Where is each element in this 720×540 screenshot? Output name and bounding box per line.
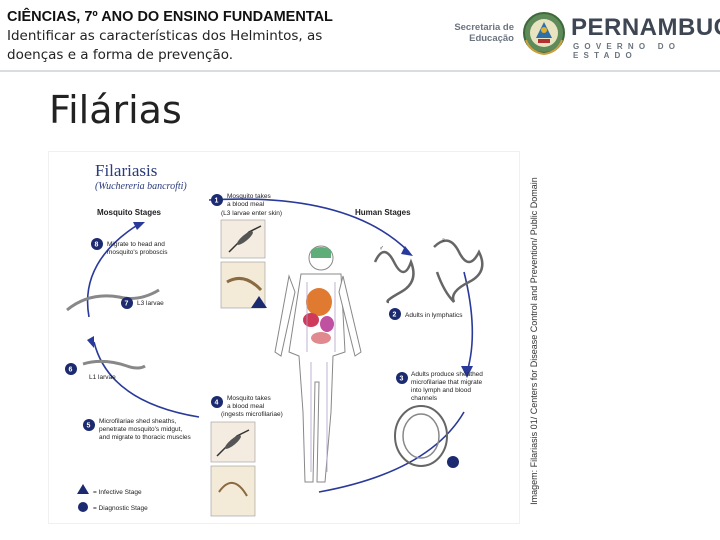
- step-3-text-line2: microfilariae that migrate: [411, 379, 483, 386]
- step-6-text: L1 larvae: [89, 374, 116, 381]
- slide-header: CIÊNCIAS, 7º ANO DO ENSINO FUNDAMENTAL I…: [0, 0, 720, 72]
- step-8-text-line1: Migrate to head and: [107, 241, 165, 248]
- pernambuco-logo-name: PERNAMBUCO: [571, 14, 720, 41]
- step-5-text-line1: Microfilariae shed sheaths,: [99, 418, 177, 425]
- step-1: 1 Mosquito takes a blood meal (L3 larvae…: [211, 193, 282, 309]
- step-4-text-line2: a blood meal: [227, 403, 265, 410]
- secretaria-line2: Educação: [469, 33, 514, 44]
- step-8-number: 8: [95, 242, 99, 249]
- step-4-text-line1: Mosquito takes: [227, 395, 271, 402]
- step-5-text-line2: penetrate mosquito's midgut,: [99, 426, 182, 433]
- microfilaria-image: [394, 405, 448, 467]
- l1-larva-image: [82, 359, 146, 370]
- step-1-badge: [211, 194, 223, 206]
- secretaria-logo-text: Secretaria de Educação: [452, 22, 514, 44]
- legend-infective-icon: [77, 484, 89, 494]
- step-6: 6 L1 larvae: [65, 359, 146, 381]
- step-6-badge: [65, 363, 77, 375]
- step-2-badge: [389, 308, 401, 320]
- step-7-badge: [121, 297, 133, 309]
- l3-larva-drawing: [66, 288, 160, 312]
- step-7: 7 L3 larvae: [66, 288, 164, 312]
- adult-worm-male: [373, 250, 415, 304]
- step-5-number: 5: [87, 423, 91, 430]
- human-body-figure: [274, 245, 362, 483]
- header-objective-line1: Identificar as características dos Helmi…: [7, 28, 323, 44]
- step-5-badge: [83, 419, 95, 431]
- step-3-number: 3: [400, 376, 404, 383]
- step-4-number: 4: [215, 400, 219, 407]
- cycle-arrows: [86, 198, 474, 493]
- step-6-number: 6: [69, 367, 73, 374]
- step-4: 4 Mosquito takes a blood meal (ingests m…: [210, 395, 283, 517]
- arrow-heads: [87, 222, 473, 378]
- step-1-text-line2: a blood meal: [227, 201, 265, 208]
- step-7-text: L3 larvae: [137, 300, 164, 307]
- step-4-badge: [211, 396, 223, 408]
- step-8: 8 Migrate to head and mosquito's probosc…: [91, 238, 168, 256]
- governo-logo-subtitle: GOVERNO DO ESTADO: [573, 42, 681, 60]
- diagnostic-stage-marker: [447, 456, 459, 468]
- female-symbol: ♀: [441, 237, 446, 244]
- header-subject: CIÊNCIAS, 7º ANO DO ENSINO FUNDAMENTAL: [7, 9, 333, 25]
- step-1-text-line1: Mosquito takes: [227, 193, 271, 200]
- microfilariae-midgut-image: [210, 465, 256, 517]
- lifecycle-diagram: Filariasis (Wuchereria bancrofti) Mosqui…: [65, 161, 484, 517]
- figure-legend: = Infective Stage = Diagnostic Stage: [77, 484, 148, 512]
- pernambuco-seal-icon: [523, 12, 565, 56]
- legend-infective-text: = Infective Stage: [93, 489, 142, 496]
- step-3-text-line3: into lymph and blood: [411, 387, 471, 394]
- step-2-text: Adults in lymphatics: [405, 312, 463, 319]
- step-1-number: 1: [215, 198, 219, 205]
- step-5: 5 Microfilariae shed sheaths, penetrate …: [83, 418, 192, 441]
- step-8-text-line2: mosquito's proboscis: [107, 249, 168, 256]
- secretaria-line1: Secretaria de: [454, 22, 514, 33]
- header-divider: [0, 70, 720, 72]
- step-3-badge: [396, 372, 408, 384]
- adult-worm-female: [433, 239, 484, 303]
- step-4-text-line3: (ingests microfilariae): [221, 411, 283, 418]
- step-7-number: 7: [125, 301, 129, 308]
- header-objective-line2: doenças e a forma de prevenção.: [7, 47, 234, 63]
- figure-title: Filariasis: [95, 161, 157, 180]
- header-text: CIÊNCIAS, 7º ANO DO ENSINO FUNDAMENTAL I…: [7, 7, 437, 65]
- slide-title: Filárias: [49, 88, 182, 132]
- mosquito-stages-heading: Mosquito Stages: [97, 208, 162, 217]
- infective-stage-marker: [251, 296, 267, 308]
- human-stages-heading: Human Stages: [355, 208, 411, 217]
- legend-diagnostic-icon: [78, 502, 88, 512]
- step-1-text-line3: (L3 larvae enter skin): [221, 210, 282, 217]
- male-symbol: ♂: [379, 245, 384, 252]
- step-5-text-line3: and migrate to thoracic muscles: [99, 434, 192, 441]
- image-credit-text: Imagem: Filariasis 01/ Centers for Disea…: [529, 177, 539, 505]
- figure-subtitle: (Wuchereria bancrofti): [95, 181, 187, 192]
- step-2-number: 2: [393, 312, 397, 319]
- step-3-text-line4: channels: [411, 395, 438, 402]
- step-3-text-line1: Adults produce sheathed: [411, 371, 483, 378]
- filariasis-lifecycle-figure: Filariasis (Wuchereria bancrofti) Mosqui…: [48, 151, 520, 524]
- image-credit: Imagem: Filariasis 01/ Centers for Disea…: [524, 152, 544, 530]
- step-8-badge: [91, 238, 103, 250]
- step-3: 3 Adults produce sheathed microfilariae …: [394, 371, 483, 468]
- legend-diagnostic-text: = Diagnostic Stage: [93, 505, 148, 512]
- step-2: ♂ ♀ 2 Adults in lymphatics: [373, 237, 484, 320]
